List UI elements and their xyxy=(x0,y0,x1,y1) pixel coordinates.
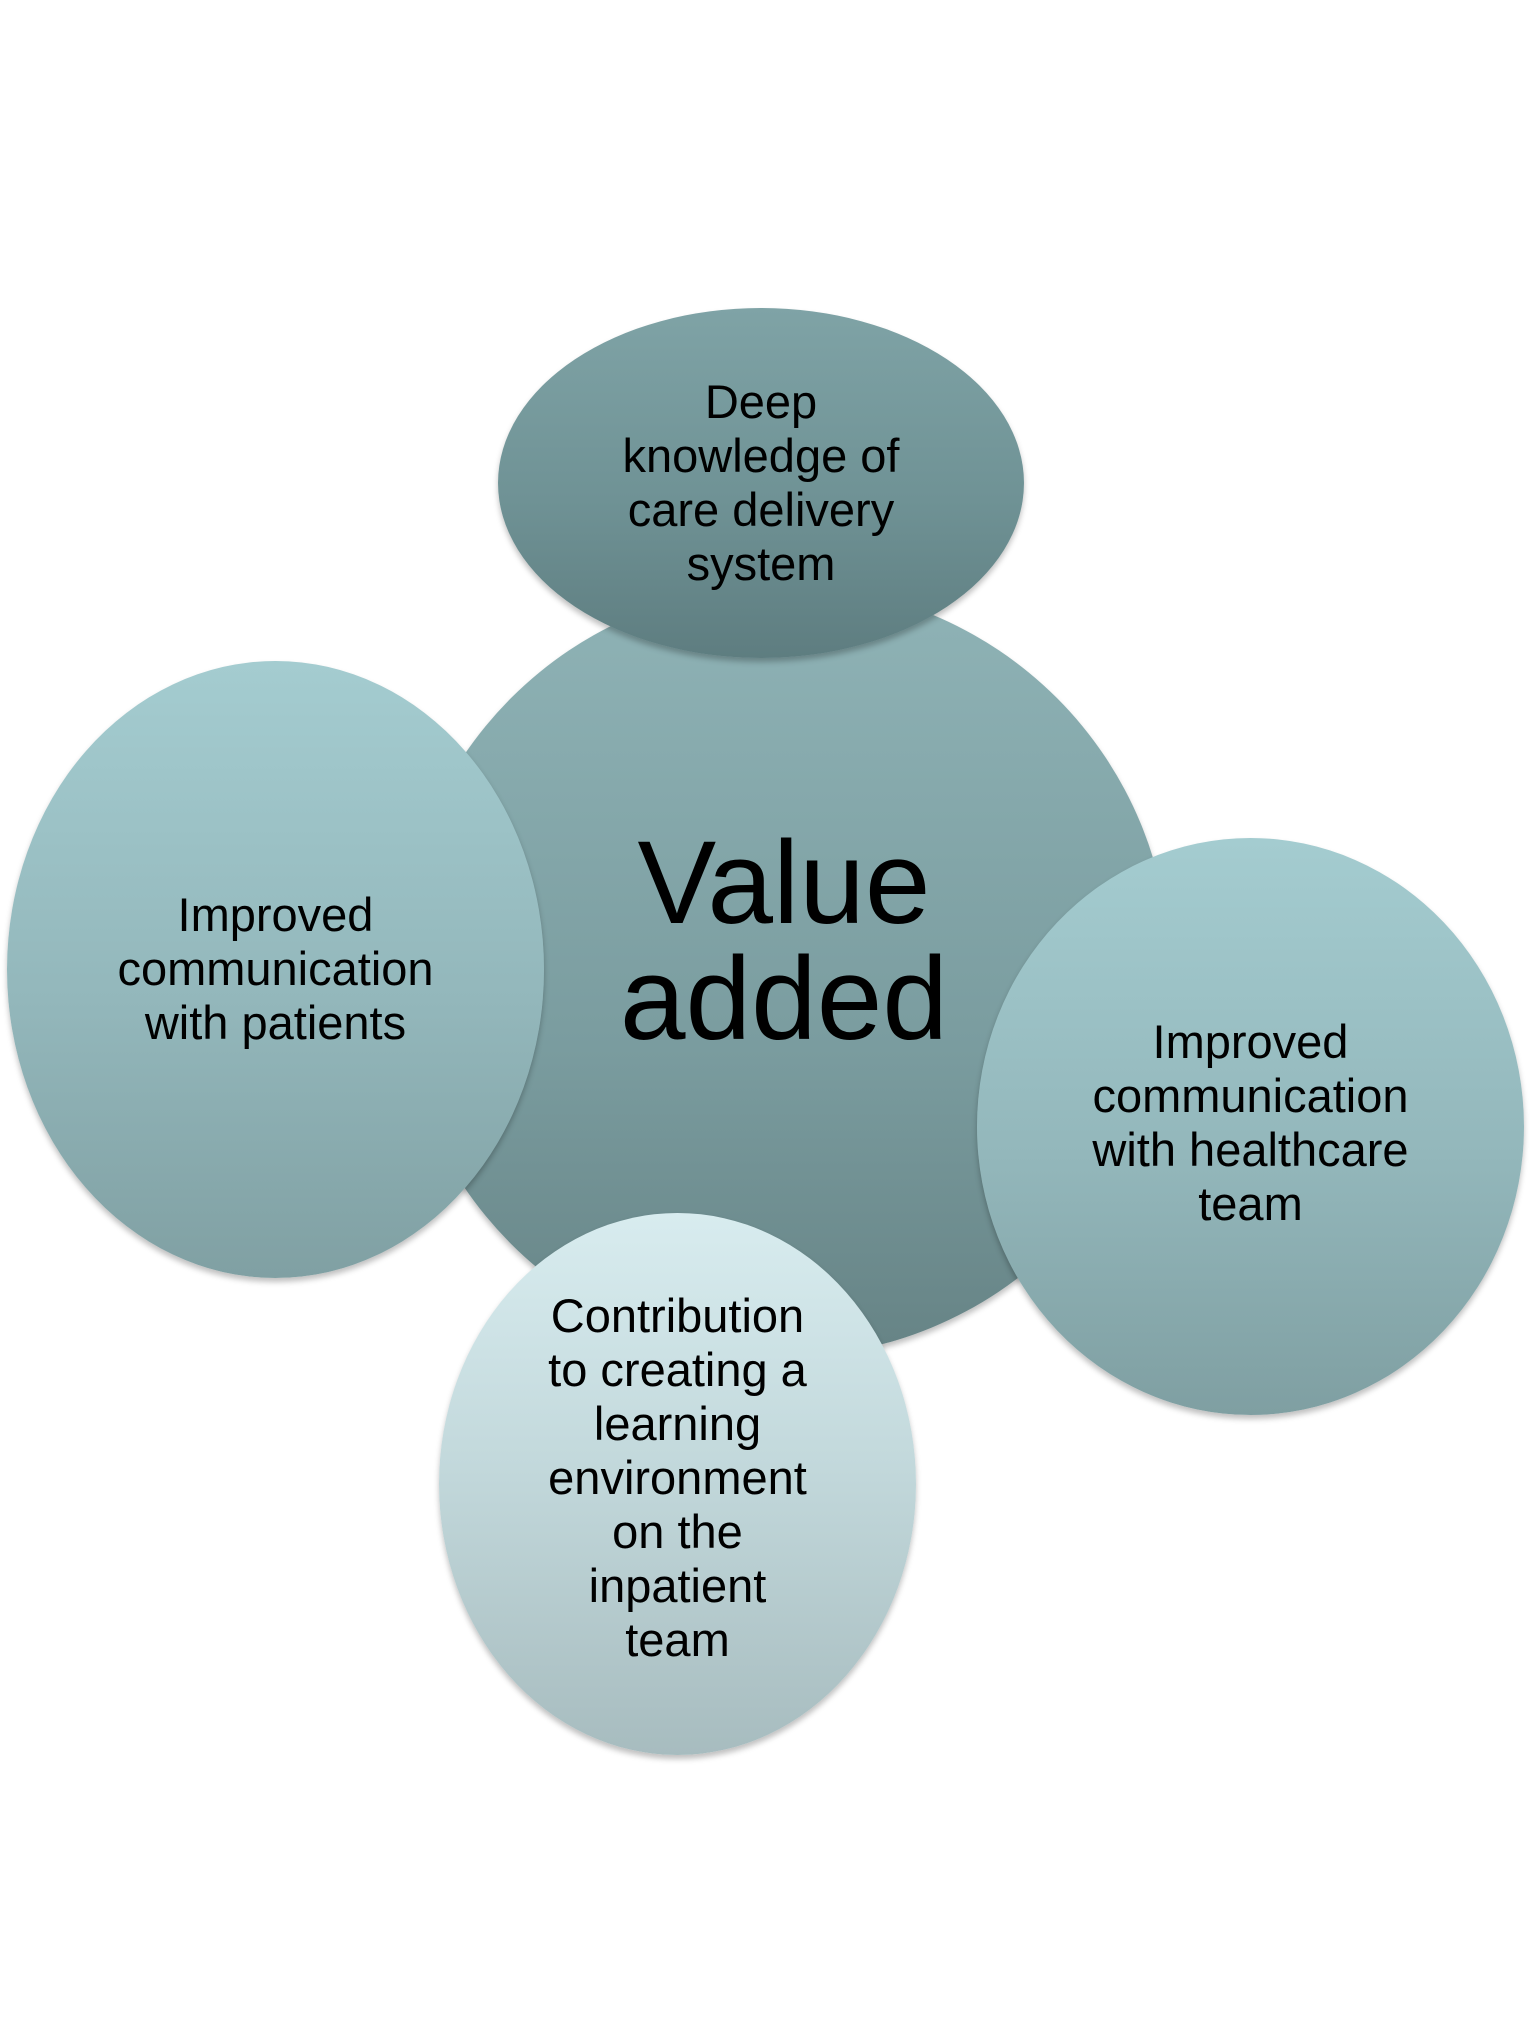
node-communication-patients: Improved communication with patients xyxy=(7,661,544,1278)
node-communication-healthcare-team: Improved communication with healthcare t… xyxy=(977,838,1524,1415)
node-deep-knowledge: Deep knowledge of care delivery system xyxy=(498,308,1024,658)
node-communication-patients-label: Improved communication with patients xyxy=(117,887,434,1049)
center-label: Value added xyxy=(619,817,949,1065)
node-communication-healthcare-team-label: Improved communication with healthcare t… xyxy=(1092,1014,1409,1230)
node-learning-environment-label: Contribution to creating a learning envi… xyxy=(548,1289,807,1666)
node-deep-knowledge-label: Deep knowledge of care delivery system xyxy=(622,375,900,590)
node-learning-environment: Contribution to creating a learning envi… xyxy=(439,1213,916,1755)
